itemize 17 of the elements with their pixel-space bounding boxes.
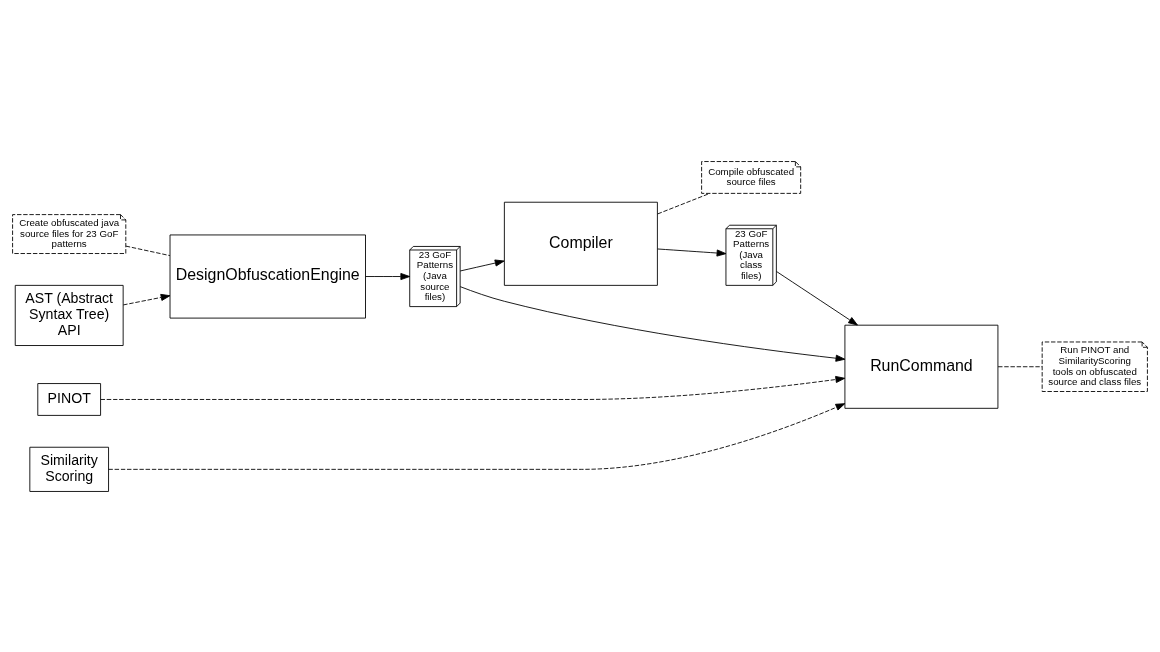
arrow bbox=[100, 375, 846, 400]
connector bbox=[125, 245, 171, 256]
arrow bbox=[776, 270, 858, 325]
node-box: Similarity Scoring bbox=[29, 446, 109, 492]
arrow bbox=[365, 272, 411, 280]
arrow bbox=[108, 402, 846, 470]
arrow bbox=[459, 259, 505, 271]
node-box: DesignObfuscationEngine bbox=[169, 234, 366, 319]
node-box: AST (Abstract Syntax Tree) API bbox=[14, 284, 124, 346]
arrow bbox=[657, 248, 727, 257]
arrow bbox=[122, 293, 171, 305]
arrow bbox=[459, 285, 846, 362]
connector bbox=[997, 365, 1043, 367]
node-box: Compiler bbox=[503, 201, 658, 286]
node-box: RunCommand bbox=[844, 324, 999, 409]
node-box: PINOT bbox=[37, 382, 102, 416]
connector bbox=[657, 192, 711, 214]
